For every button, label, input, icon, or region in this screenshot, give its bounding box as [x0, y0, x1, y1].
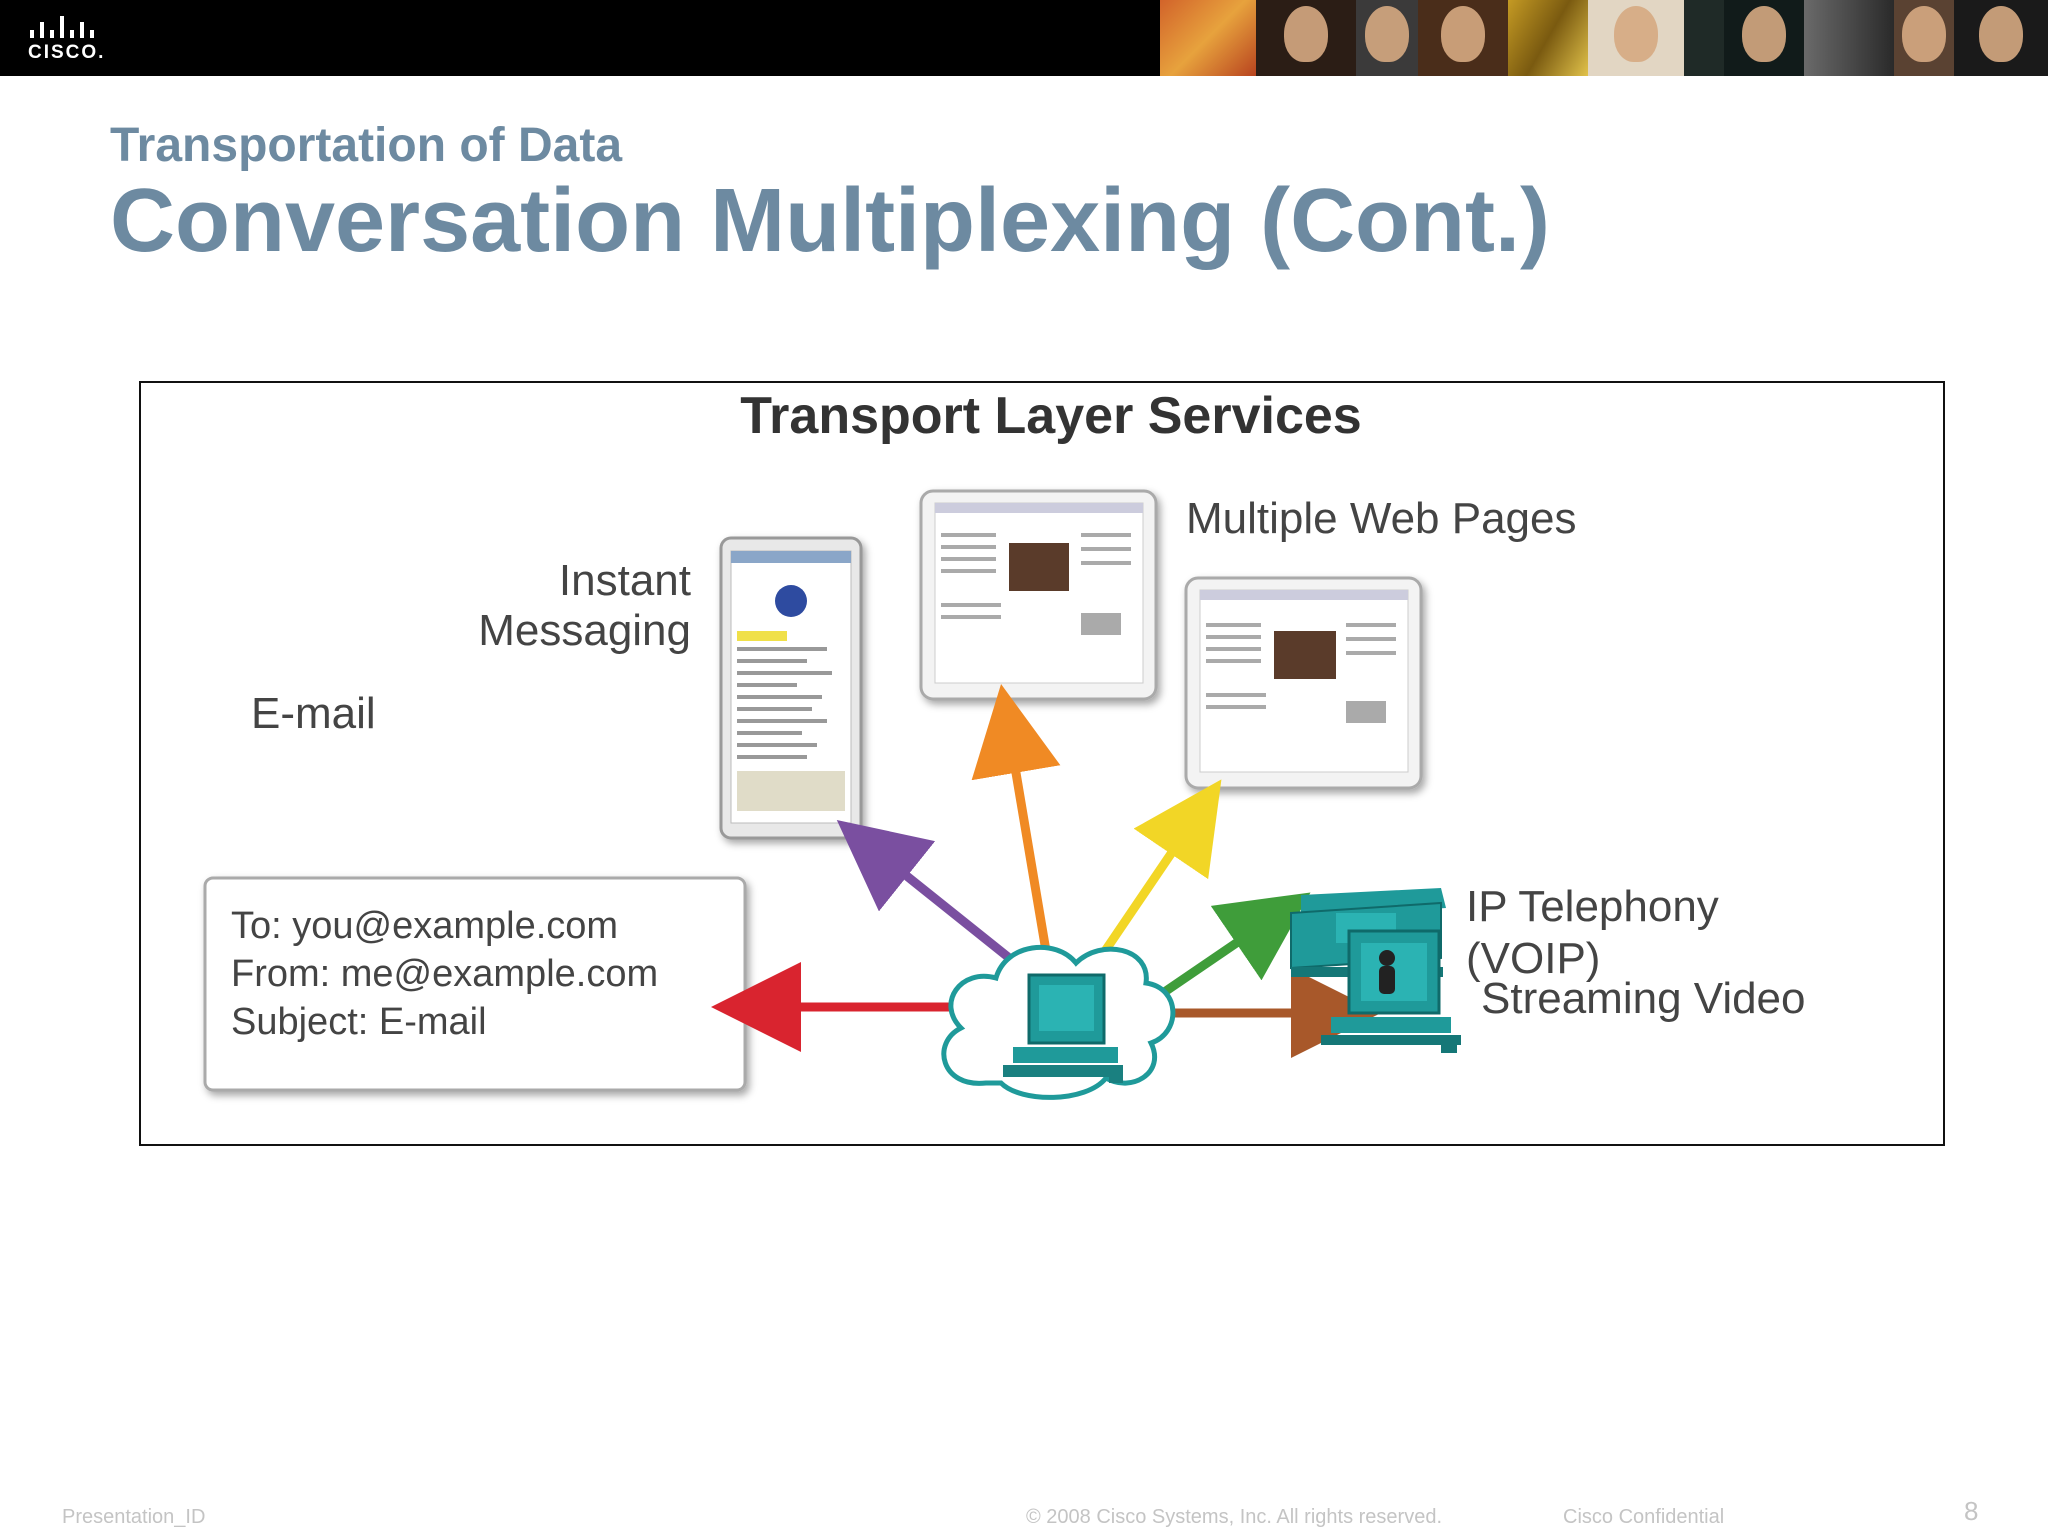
photo-tile — [1356, 0, 1418, 76]
header-bar: CISCO. — [0, 0, 2048, 76]
web-page-window-2 — [1184, 576, 1423, 790]
instant-messaging-label-line1: Instant — [559, 556, 691, 605]
streaming-video-label: Streaming Video — [1481, 974, 1806, 1023]
footer-confidential: Cisco Confidential — [1563, 1506, 1725, 1528]
email-from-line: From: me@example.com — [231, 953, 658, 995]
instant-messaging-window — [719, 536, 863, 840]
photo-tile — [1588, 0, 1684, 76]
streaming-video-computer-icon — [1321, 929, 1461, 1053]
web-pages-label: Multiple Web Pages — [1186, 494, 1577, 543]
cisco-logo-text: CISCO. — [28, 42, 106, 63]
photo-tile — [1804, 0, 1894, 76]
arrow-web-page-1 — [971, 683, 1061, 952]
computer-icon — [1003, 973, 1123, 1083]
photo-tile — [1256, 0, 1356, 76]
diagram-canvas: Transport Layer Services Instant Messagi… — [203, 387, 1806, 1100]
photo-tile — [1894, 0, 1954, 76]
slide-subtitle: Transportation of Data — [110, 119, 623, 172]
email-label: E-mail — [251, 689, 376, 738]
email-to-line: To: you@example.com — [231, 905, 618, 947]
photo-tile — [1508, 0, 1588, 76]
photo-tile — [1724, 0, 1804, 76]
photo-tile — [1684, 0, 1724, 76]
cisco-logo-bars-icon — [30, 14, 94, 38]
photo-tile — [1954, 0, 2048, 76]
photo-tile — [1160, 0, 1256, 76]
footer-presentation-id: Presentation_ID — [62, 1506, 206, 1528]
transport-layer-diagram: Transport Layer Services Instant Messagi… — [139, 381, 1945, 1146]
photo-tile — [1418, 0, 1508, 76]
arrow-instant-messaging — [836, 820, 1016, 965]
arrow-ip-telephony — [1160, 892, 1311, 997]
page-number: 8 — [1964, 1496, 1979, 1526]
instant-messaging-label-line2: Messaging — [478, 606, 691, 655]
diagram-heading: Transport Layer Services — [740, 387, 1361, 445]
arrow-web-page-2 — [1101, 779, 1222, 954]
ip-telephony-label-line1: IP Telephony — [1466, 882, 1719, 931]
email-subject-line: Subject: E-mail — [231, 1001, 487, 1043]
web-page-window-1 — [919, 489, 1158, 701]
cisco-logo: CISCO. — [26, 14, 126, 66]
ip-telephony-label-line2: (VOIP) — [1466, 934, 1600, 983]
footer-copyright: © 2008 Cisco Systems, Inc. All rights re… — [1026, 1506, 1443, 1528]
slide-title: Conversation Multiplexing (Cont.) — [110, 171, 1550, 271]
header-photo-strip — [1160, 0, 2048, 76]
